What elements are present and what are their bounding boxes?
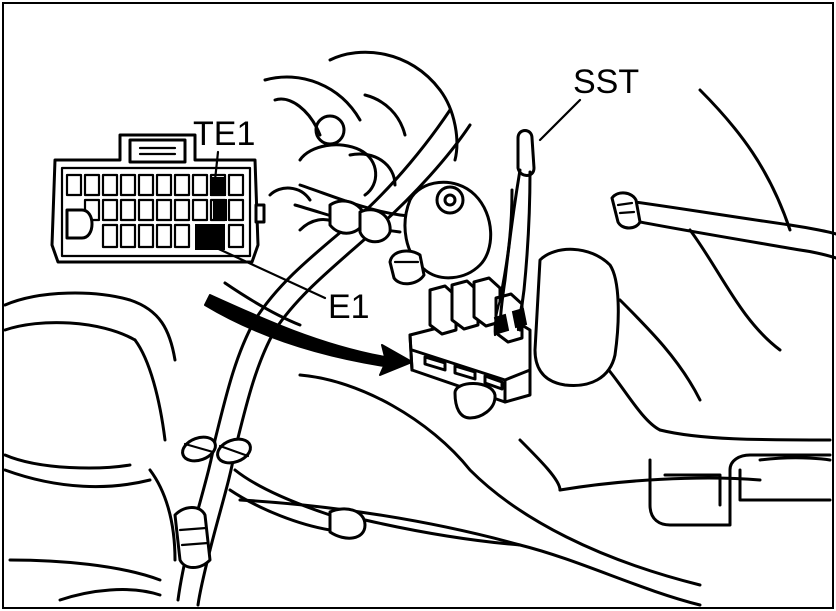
leader-lines <box>208 98 582 300</box>
sst-jumper-wire <box>493 129 536 337</box>
hose-clamps <box>173 199 392 569</box>
diagnostic-connector <box>50 133 266 264</box>
connection-arrow <box>204 281 413 376</box>
sensor-housing <box>388 180 493 286</box>
label-sst: SST <box>573 63 639 101</box>
vacuum-hoses <box>148 108 836 607</box>
connector-terminals <box>65 173 245 250</box>
label-e1: E1 <box>328 288 370 326</box>
label-te1: TE1 <box>193 115 255 153</box>
